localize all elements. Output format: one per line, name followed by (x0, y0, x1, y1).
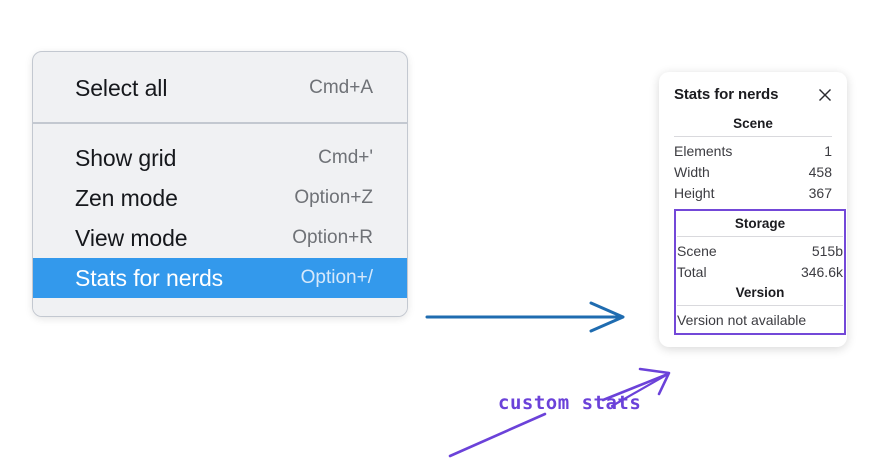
stat-value: 1 (824, 143, 832, 159)
stat-value: 515b (811, 243, 843, 259)
menu-footer (33, 298, 407, 316)
table-row: Height 367 (659, 183, 847, 204)
menu-item-label: View mode (75, 224, 188, 251)
menu-item-select-all[interactable]: Select all Cmd+A (33, 68, 407, 108)
section-divider (677, 305, 843, 306)
menu-item-shortcut: Cmd+A (309, 77, 373, 98)
section-title: Scene (733, 116, 773, 131)
menu-item-stats-for-nerds[interactable]: Stats for nerds Option+/ (33, 258, 407, 298)
stats-section-scene: Scene Elements 1 Width 458 Height 367 (659, 115, 847, 204)
handwritten-annotation: custom stats (498, 392, 642, 414)
menu-item-label: Show grid (75, 144, 177, 171)
menu-item-label: Select all (75, 74, 168, 101)
custom-stats-highlight-box: Storage Scene 515b Total 346.6k Version … (674, 209, 846, 335)
stat-value: 458 (808, 164, 832, 180)
section-divider (674, 136, 832, 137)
menu-item-shortcut: Cmd+' (318, 147, 373, 168)
menu-item-shortcut: Option+R (292, 227, 373, 248)
stats-section-version: Version Version not available (676, 283, 844, 329)
menu-item-shortcut: Option+Z (294, 187, 373, 208)
menu-item-shortcut: Option+/ (300, 267, 373, 288)
menu-item-label: Zen mode (75, 184, 178, 211)
table-row: Width 458 (659, 162, 847, 183)
stat-key: Total (677, 264, 707, 280)
menu-item-show-grid[interactable]: Show grid Cmd+' (33, 138, 407, 178)
menu-item-zen-mode[interactable]: Zen mode Option+Z (33, 178, 407, 218)
menu-item-view-mode[interactable]: View mode Option+R (33, 218, 407, 258)
stat-key: Width (674, 164, 710, 180)
stats-for-nerds-panel[interactable]: Stats for nerds Scene Elements 1 Width 4… (659, 72, 847, 347)
table-row: Elements 1 (659, 141, 847, 162)
section-title: Version (735, 285, 785, 300)
table-row: Scene 515b (676, 241, 844, 262)
stat-value: 367 (808, 185, 832, 201)
section-title: Storage (734, 216, 786, 231)
menu-group-view: Show grid Cmd+' Zen mode Option+Z View m… (33, 124, 407, 298)
close-icon[interactable] (817, 87, 833, 103)
stat-key: Height (674, 185, 715, 201)
panel-title: Stats for nerds (674, 86, 779, 103)
blue-arrow-icon (425, 301, 625, 333)
menu-group-primary: Select all Cmd+A (33, 52, 407, 124)
stat-value: 346.6k (800, 264, 843, 280)
stat-key: Elements (674, 143, 733, 159)
stats-section-storage: Storage Scene 515b Total 346.6k (676, 214, 844, 283)
table-row: Total 346.6k (676, 262, 844, 283)
menu-item-label: Stats for nerds (75, 264, 224, 291)
section-divider (677, 236, 843, 237)
panel-header: Stats for nerds (659, 86, 847, 103)
stat-key: Scene (677, 243, 717, 259)
version-value: Version not available (677, 312, 807, 328)
purple-leader-line (448, 412, 547, 458)
context-menu[interactable]: Select all Cmd+A Show grid Cmd+' Zen mod… (32, 51, 408, 317)
